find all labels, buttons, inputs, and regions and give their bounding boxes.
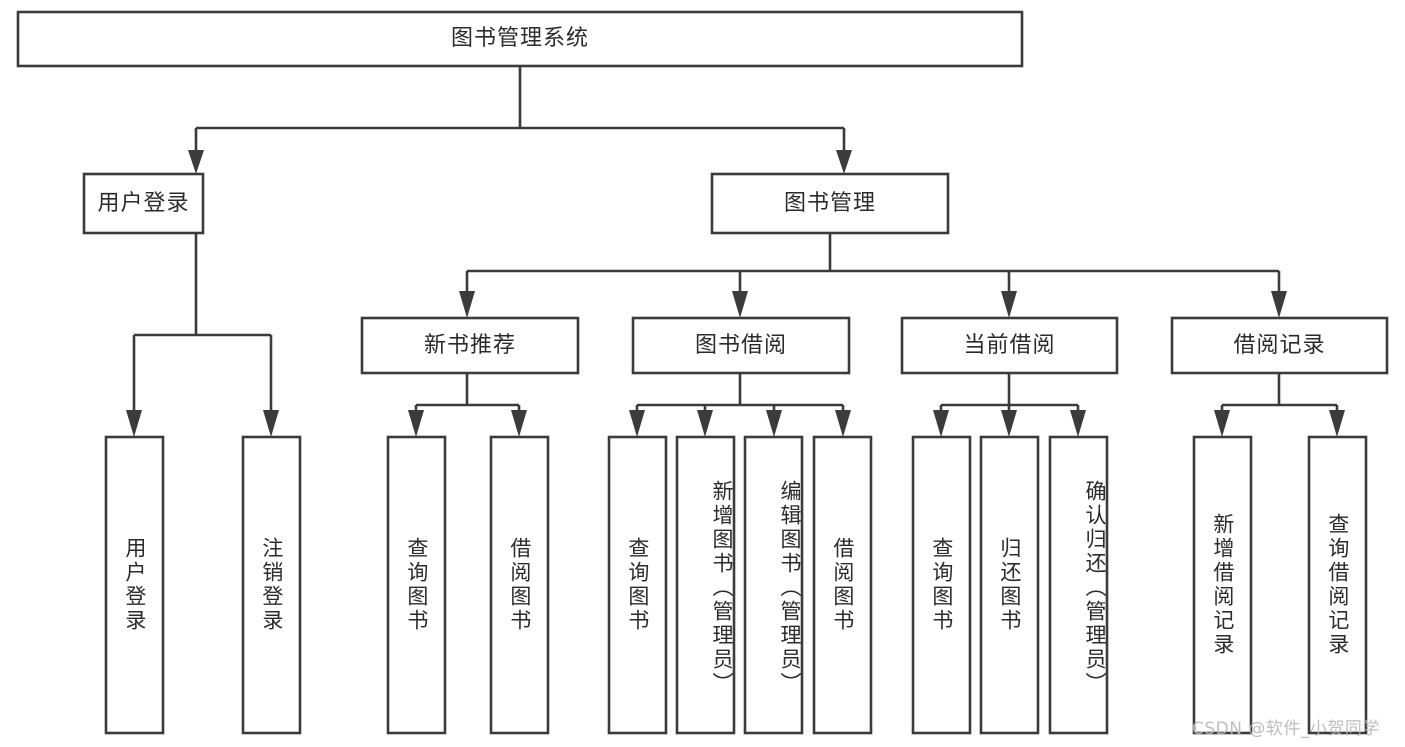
leaf-box[interactable]: [812, 435, 873, 735]
connector-currentborrow-to-leaves: [933, 373, 1086, 437]
node-book-borrow[interactable]: [631, 316, 851, 375]
connector-bookmgmt-to-level3: [459, 233, 1287, 318]
node-user-login[interactable]: [82, 172, 205, 235]
node-root[interactable]: [16, 10, 1024, 68]
leaf-box[interactable]: [979, 435, 1040, 735]
connector-newbook-to-leaves: [408, 373, 527, 437]
connector-bookborrow-to-leaves: [629, 373, 851, 437]
leaf-box[interactable]: [104, 435, 165, 735]
node-book-management[interactable]: [710, 172, 950, 235]
leaf-box[interactable]: [1307, 435, 1368, 735]
node-current-borrow[interactable]: [900, 316, 1119, 375]
leaf-box[interactable]: [386, 435, 447, 735]
leaf-box[interactable]: [1192, 435, 1253, 735]
leaf-box[interactable]: [607, 435, 668, 735]
leaf-box[interactable]: [1048, 435, 1109, 735]
leaf-box[interactable]: [241, 435, 302, 735]
node-new-book-recommend[interactable]: [360, 316, 580, 375]
connector-root-to-level2: [188, 66, 852, 174]
connector-userlogin-to-leaves: [126, 233, 279, 437]
leaf-box[interactable]: [675, 435, 736, 735]
leaf-box[interactable]: [489, 435, 550, 735]
leaf-box[interactable]: [743, 435, 804, 735]
leaf-box[interactable]: [911, 435, 972, 735]
node-borrow-record[interactable]: [1170, 316, 1389, 375]
connector-borrowrecord-to-leaves: [1214, 373, 1345, 437]
csdn-watermark: CSDN @软件_小贺同学: [1192, 719, 1380, 739]
